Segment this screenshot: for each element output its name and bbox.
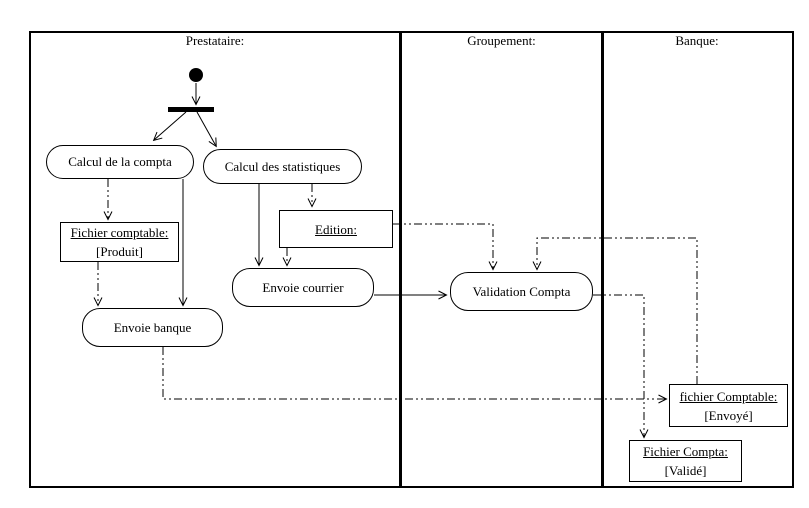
object-state: [Envoyé] xyxy=(704,407,753,423)
activity-calcul-stats: Calcul des statistiques xyxy=(203,149,362,184)
objectflow-fichier-envoye-to-validation xyxy=(532,237,698,384)
activity-label: Envoie courrier xyxy=(262,279,344,295)
lane-title-prestataire: Prestataire: xyxy=(185,33,245,48)
object-title: Edition: xyxy=(315,221,357,237)
object-title: Fichier Compta: xyxy=(643,444,728,459)
activity-envoie-banque: Envoie banque xyxy=(82,308,223,347)
fork-bar xyxy=(168,107,214,112)
lane-divider-groupement-banque xyxy=(601,31,604,488)
objectflow-edition-to-validation xyxy=(393,223,498,271)
activity-calcul-compta: Calcul de la compta xyxy=(46,145,194,179)
activity-label: Calcul des statistiques xyxy=(224,158,341,174)
flow-fork-to-calcul-compta xyxy=(152,111,187,142)
object-edition: Edition: xyxy=(279,210,393,248)
object-state: [Validé] xyxy=(664,463,707,478)
object-state: [Produit] xyxy=(96,244,143,259)
activity-validation-compta: Validation Compta xyxy=(450,272,593,311)
object-fichier-comptable-envoye: fichier Comptable: [Envoyé] xyxy=(669,384,788,427)
lane-divider-prestataire-groupement xyxy=(399,31,402,488)
flow-fork-to-calcul-stats xyxy=(196,111,217,148)
objectflow-validation-to-fichier-valide xyxy=(593,294,649,439)
objectflow-envoie-banque-to-fichier-envoye xyxy=(162,347,668,404)
activity-envoie-courrier: Envoie courrier xyxy=(232,268,374,307)
initial-node xyxy=(189,68,203,82)
lane-title-groupement: Groupement: xyxy=(467,33,536,48)
object-fichier-comptable-produit: Fichier comptable: [Produit] xyxy=(60,222,179,262)
object-fichier-compta-valide: Fichier Compta: [Validé] xyxy=(629,440,742,482)
activity-label: Calcul de la compta xyxy=(68,154,172,169)
activity-label: Envoie banque xyxy=(113,319,192,335)
object-title: fichier Comptable: xyxy=(679,388,778,404)
object-title: Fichier comptable: xyxy=(70,225,169,240)
lane-title-banque: Banque: xyxy=(675,33,719,48)
activity-label: Validation Compta xyxy=(472,283,571,299)
diagram-frame xyxy=(29,31,794,488)
